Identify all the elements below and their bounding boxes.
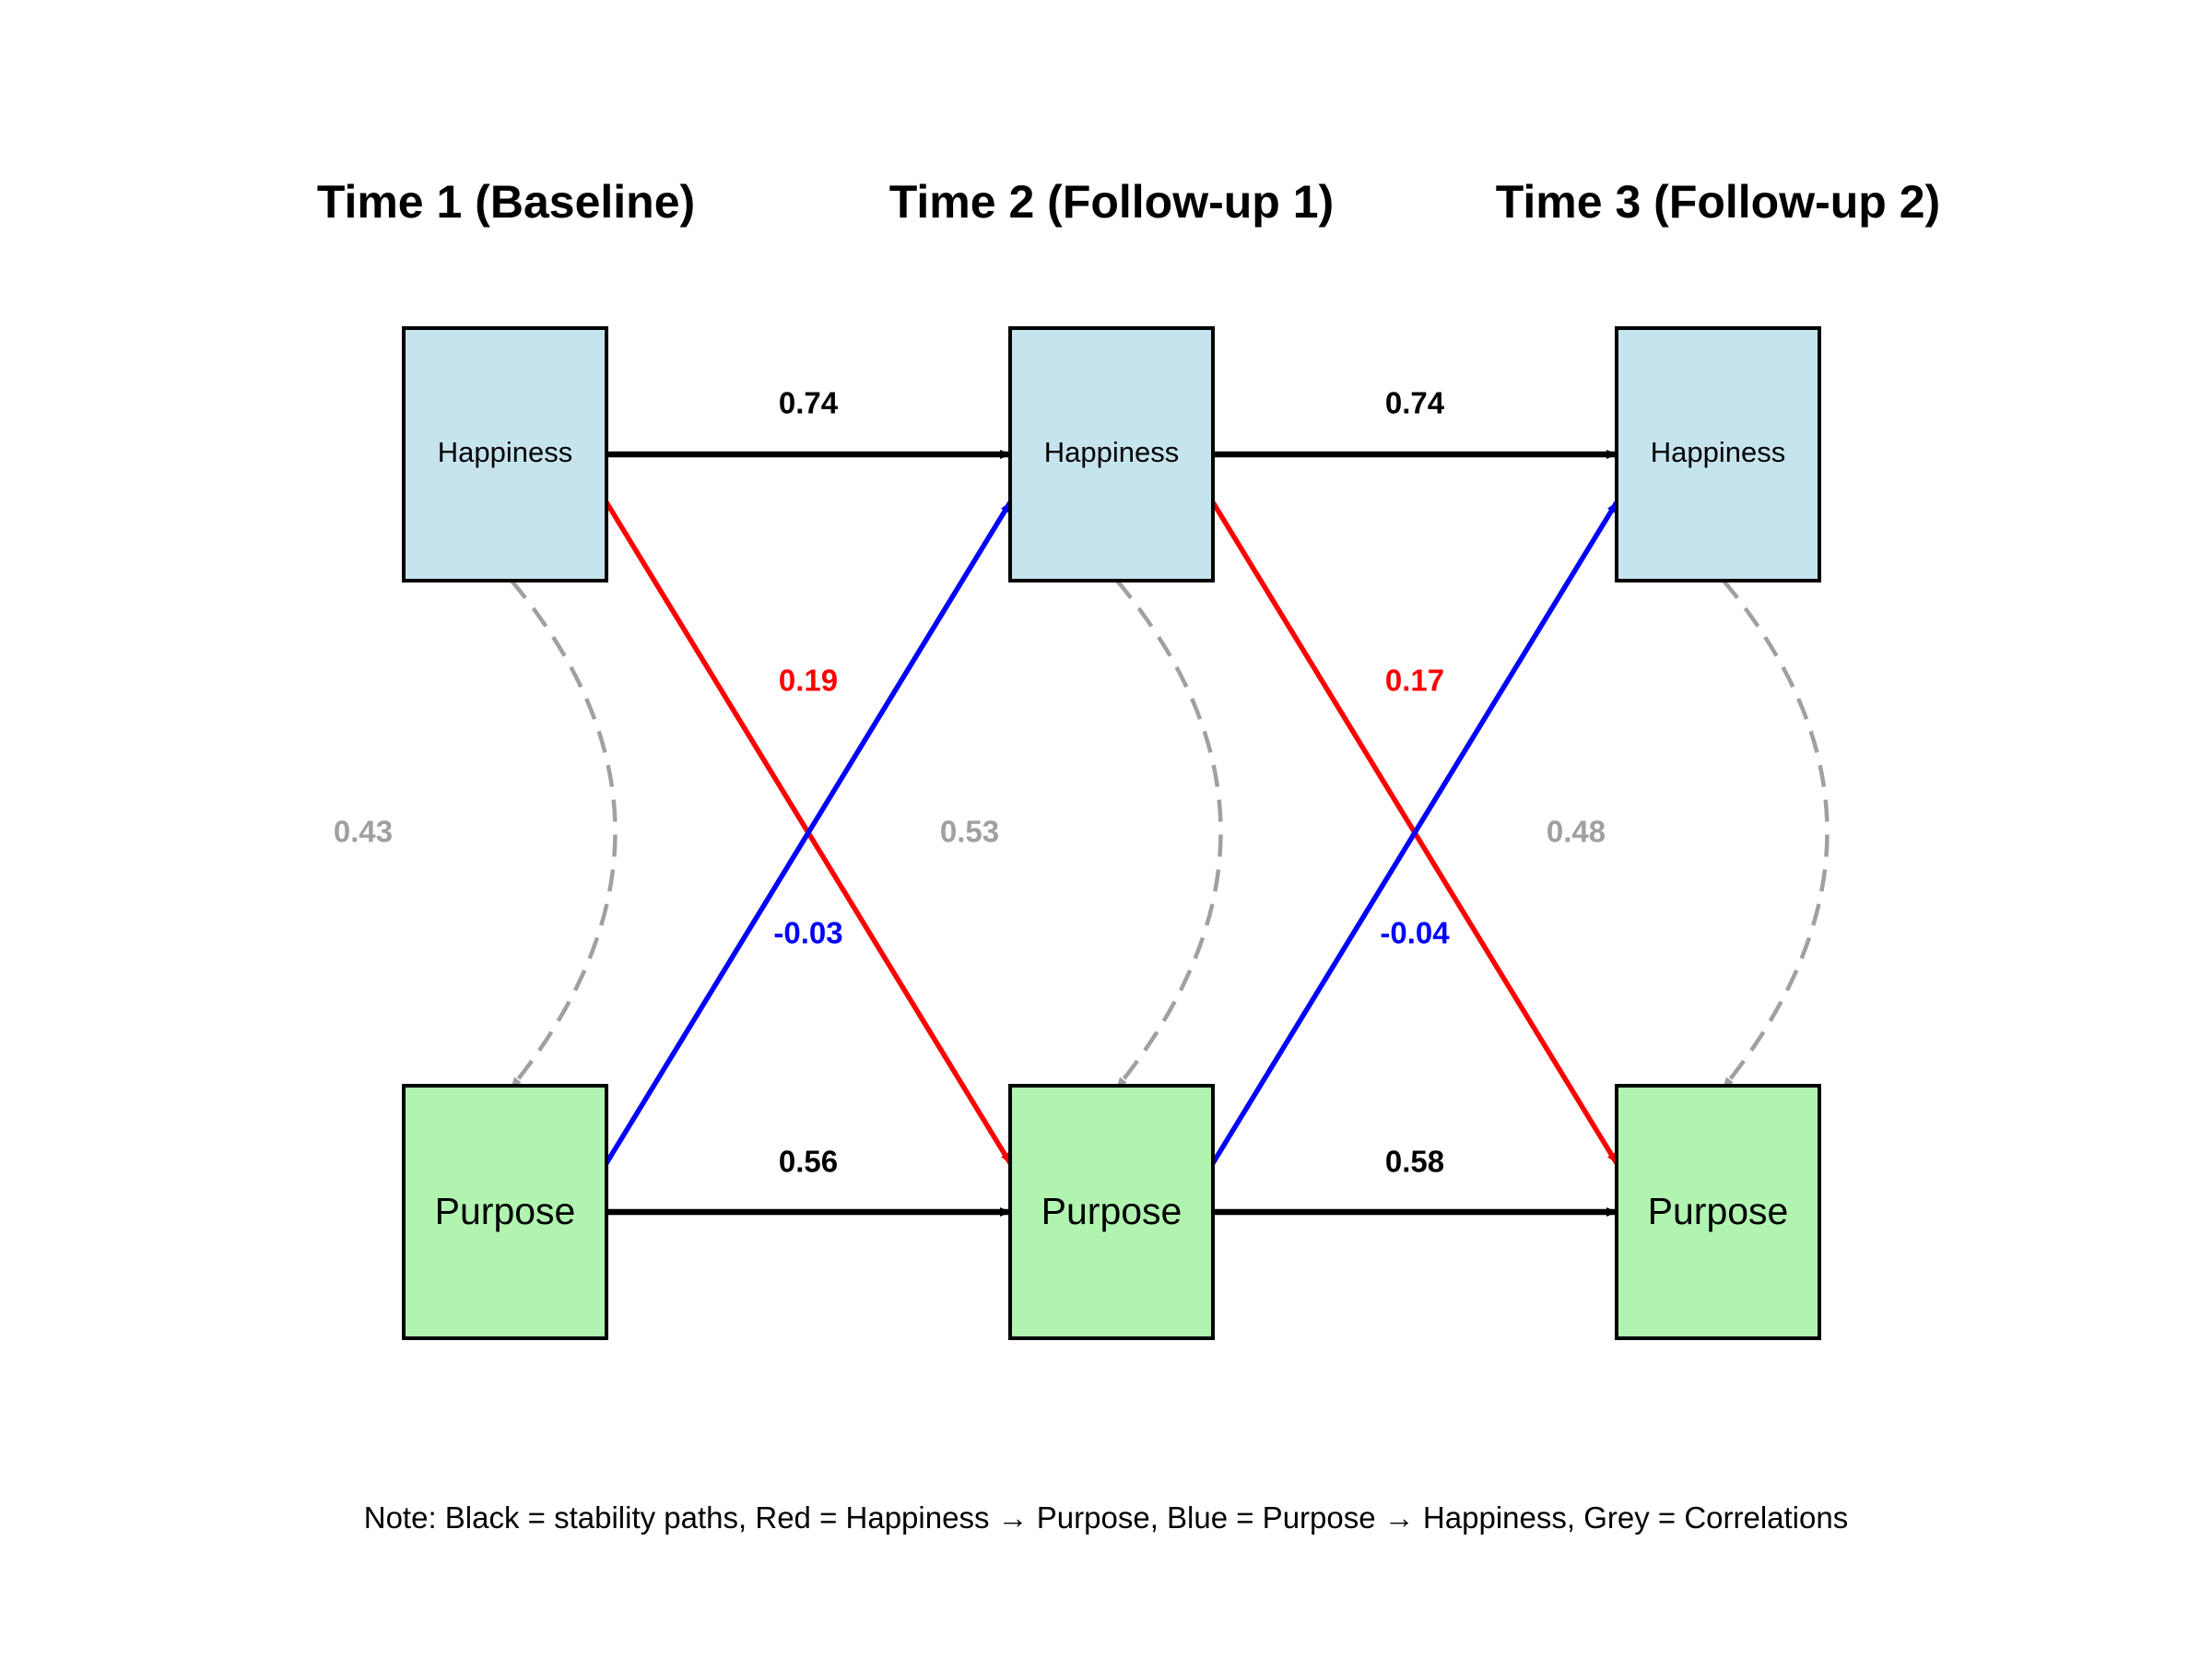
purpose-to-happiness-coef-2: -0.04 — [1380, 916, 1450, 950]
purpose-to-happiness-coef-1: -0.03 — [773, 916, 842, 950]
purpose-node-t3: Purpose — [1615, 1084, 1821, 1340]
purpose-to-happiness-path-2 — [1210, 500, 1619, 1165]
happiness-label-t3: Happiness — [1651, 436, 1785, 468]
correlation-coef-t1: 0.43 — [334, 815, 393, 849]
happiness-label-t1: Happiness — [438, 436, 572, 468]
happiness-to-purpose-coef-2: 0.17 — [1385, 664, 1444, 698]
happiness-stability-coef-2: 0.74 — [1385, 386, 1445, 420]
correlation-arc-t1 — [501, 570, 618, 1089]
happiness-stability-coef-1: 0.74 — [779, 386, 839, 420]
time2-title: Time 2 (Follow-up 1) — [888, 176, 1335, 228]
purpose-label-t3: Purpose — [1648, 1190, 1789, 1232]
time1-title: Time 1 (Baseline) — [316, 176, 696, 228]
happiness-label-t2: Happiness — [1044, 436, 1179, 468]
happiness-node-t2: Happiness — [1008, 326, 1215, 582]
time3-title: Time 3 (Follow-up 2) — [1495, 176, 1941, 228]
legend-note: Note: Black = stability paths, Red = Hap… — [363, 1500, 1849, 1535]
happiness-node-t1: Happiness — [402, 326, 608, 582]
purpose-node-t1: Purpose — [402, 1084, 608, 1340]
correlation-arc-t3 — [1713, 570, 1830, 1089]
happiness-to-purpose-coef-1: 0.19 — [779, 664, 838, 698]
purpose-to-happiness-path-1 — [604, 500, 1013, 1165]
correlation-arc-t2 — [1107, 570, 1223, 1089]
purpose-label-t1: Purpose — [435, 1190, 576, 1232]
purpose-stability-coef-1: 0.56 — [779, 1145, 838, 1179]
correlation-coef-t2: 0.53 — [940, 815, 999, 849]
purpose-stability-coef-2: 0.58 — [1385, 1145, 1444, 1179]
correlation-coef-t3: 0.48 — [1547, 815, 1606, 849]
happiness-node-t3: Happiness — [1615, 326, 1821, 582]
purpose-label-t2: Purpose — [1041, 1190, 1182, 1232]
purpose-node-t2: Purpose — [1008, 1084, 1215, 1340]
